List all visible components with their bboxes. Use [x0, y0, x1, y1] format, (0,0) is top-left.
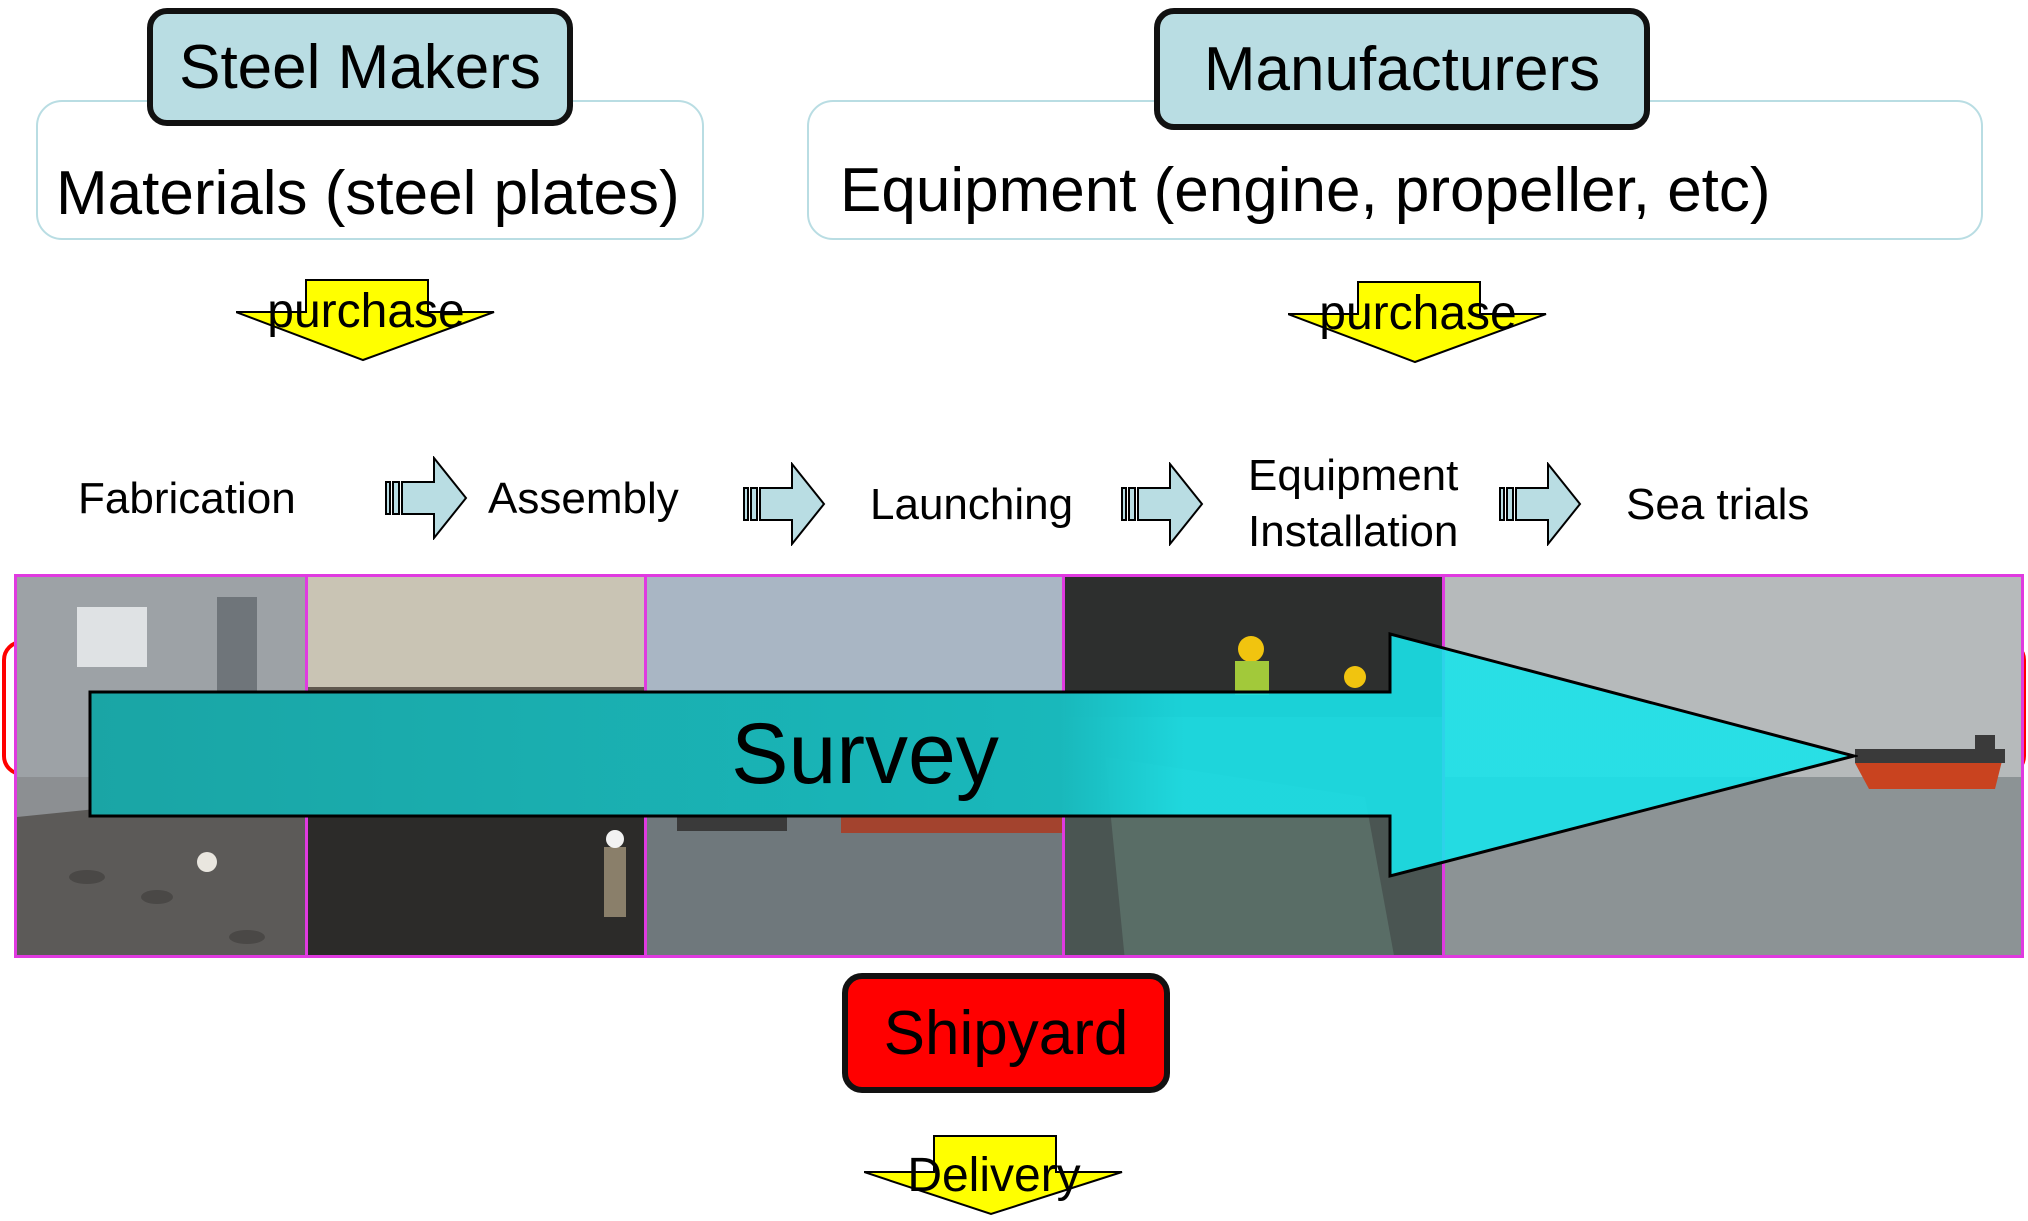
- delivery-arrow: Delivery: [863, 1134, 1124, 1216]
- down-arrow-icon: [1287, 281, 1547, 364]
- right-arrow-icon: [1499, 462, 1582, 546]
- right-arrow-icon: [385, 456, 468, 540]
- stage-fabrication: Fabrication: [78, 474, 296, 523]
- purchase-label-left: purchase: [267, 285, 465, 338]
- down-arrow-icon: [863, 1135, 1123, 1216]
- steel-makers-title: Steel Makers: [147, 8, 573, 126]
- stage-sea-trials: Sea trials: [1626, 480, 1810, 529]
- delivery-label: Delivery: [907, 1149, 1081, 1202]
- purchase-label-right: purchase: [1319, 287, 1517, 340]
- manufacturers-title: Manufacturers: [1154, 8, 1650, 130]
- right-arrow-icon: [1121, 462, 1204, 546]
- stage-assembly: Assembly: [488, 474, 679, 523]
- shipyard-box: Shipyard: [842, 973, 1170, 1093]
- survey-label: Survey: [731, 706, 999, 802]
- right-arrow-icon: [743, 462, 826, 546]
- stage-launching: Launching: [870, 480, 1074, 529]
- steel-makers-item: Materials (steel plates): [56, 159, 680, 228]
- manufacturers-item: Equipment (engine, propeller, etc): [840, 156, 1771, 225]
- purchase-arrow-left: purchase: [235, 278, 496, 362]
- down-arrow-icon: [235, 279, 495, 362]
- purchase-arrow-right: purchase: [1287, 280, 1548, 364]
- stage-equipment-installation: Equipment Installation: [1248, 451, 1459, 556]
- survey-arrow-icon: [88, 632, 1858, 878]
